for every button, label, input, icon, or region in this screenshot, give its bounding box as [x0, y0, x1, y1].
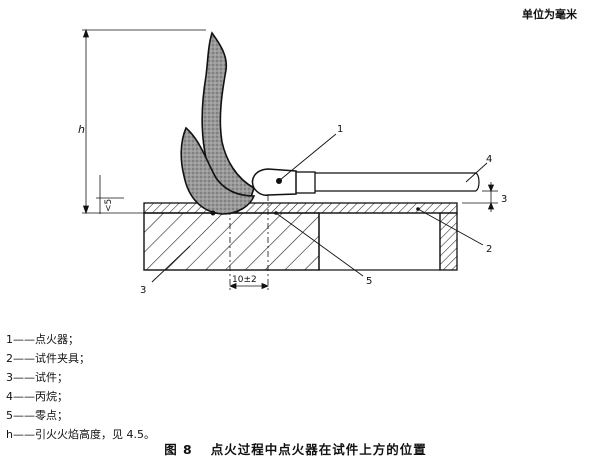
callout-5: 5	[366, 276, 372, 287]
unit-label: 单位为毫米	[522, 8, 577, 21]
dimension-less-than-5: <5	[104, 199, 114, 212]
dimension-10: 10±2	[232, 275, 257, 285]
figure-title: 点火过程中点火器在试件上方的位置	[210, 442, 427, 457]
specimen	[143, 212, 320, 271]
legend-number: h	[6, 428, 13, 441]
legend-number: 1	[6, 333, 13, 346]
figure-number: 图 8	[164, 442, 193, 457]
legend-number: 3	[6, 371, 13, 384]
legend-item: 5——零点；	[6, 406, 155, 425]
legend-item: 2——试件夹具；	[6, 349, 155, 368]
specimen-holder	[143, 202, 458, 271]
legend-text: ——点火器；	[13, 333, 79, 346]
leader-lines	[151, 133, 488, 283]
callout-4: 4	[486, 154, 492, 165]
legend-text: ——丙烷；	[13, 390, 68, 403]
legend-text: ——零点；	[13, 409, 68, 422]
legend-number: 5	[6, 409, 13, 422]
legend-text: ——引火火焰高度，见 4.5。	[12, 428, 155, 441]
legend-number: 4	[6, 390, 13, 403]
legend-item: h——引火火焰高度，见 4.5。	[6, 425, 155, 444]
callout-3: 3	[140, 285, 146, 296]
dimension-h: h	[78, 123, 85, 136]
callout-1: 1	[337, 124, 343, 135]
pilot-flame	[180, 31, 256, 215]
legend-item: 1——点火器；	[6, 330, 155, 349]
legend-number: 2	[6, 352, 13, 365]
legend-item: 3——试件；	[6, 368, 155, 387]
legend: 1——点火器； 2——试件夹具； 3——试件； 4——丙烷； 5——零点； h—…	[6, 330, 155, 444]
dimension-3: 3	[501, 194, 507, 205]
legend-text: ——试件夹具；	[13, 352, 90, 365]
callout-2: 2	[486, 244, 492, 255]
igniter	[251, 168, 480, 196]
legend-text: ——试件；	[13, 371, 68, 384]
dimension-lines	[82, 28, 498, 290]
legend-item: 4——丙烷；	[6, 387, 155, 406]
figure-caption: 图 8 点火过程中点火器在试件上方的位置	[0, 439, 591, 458]
